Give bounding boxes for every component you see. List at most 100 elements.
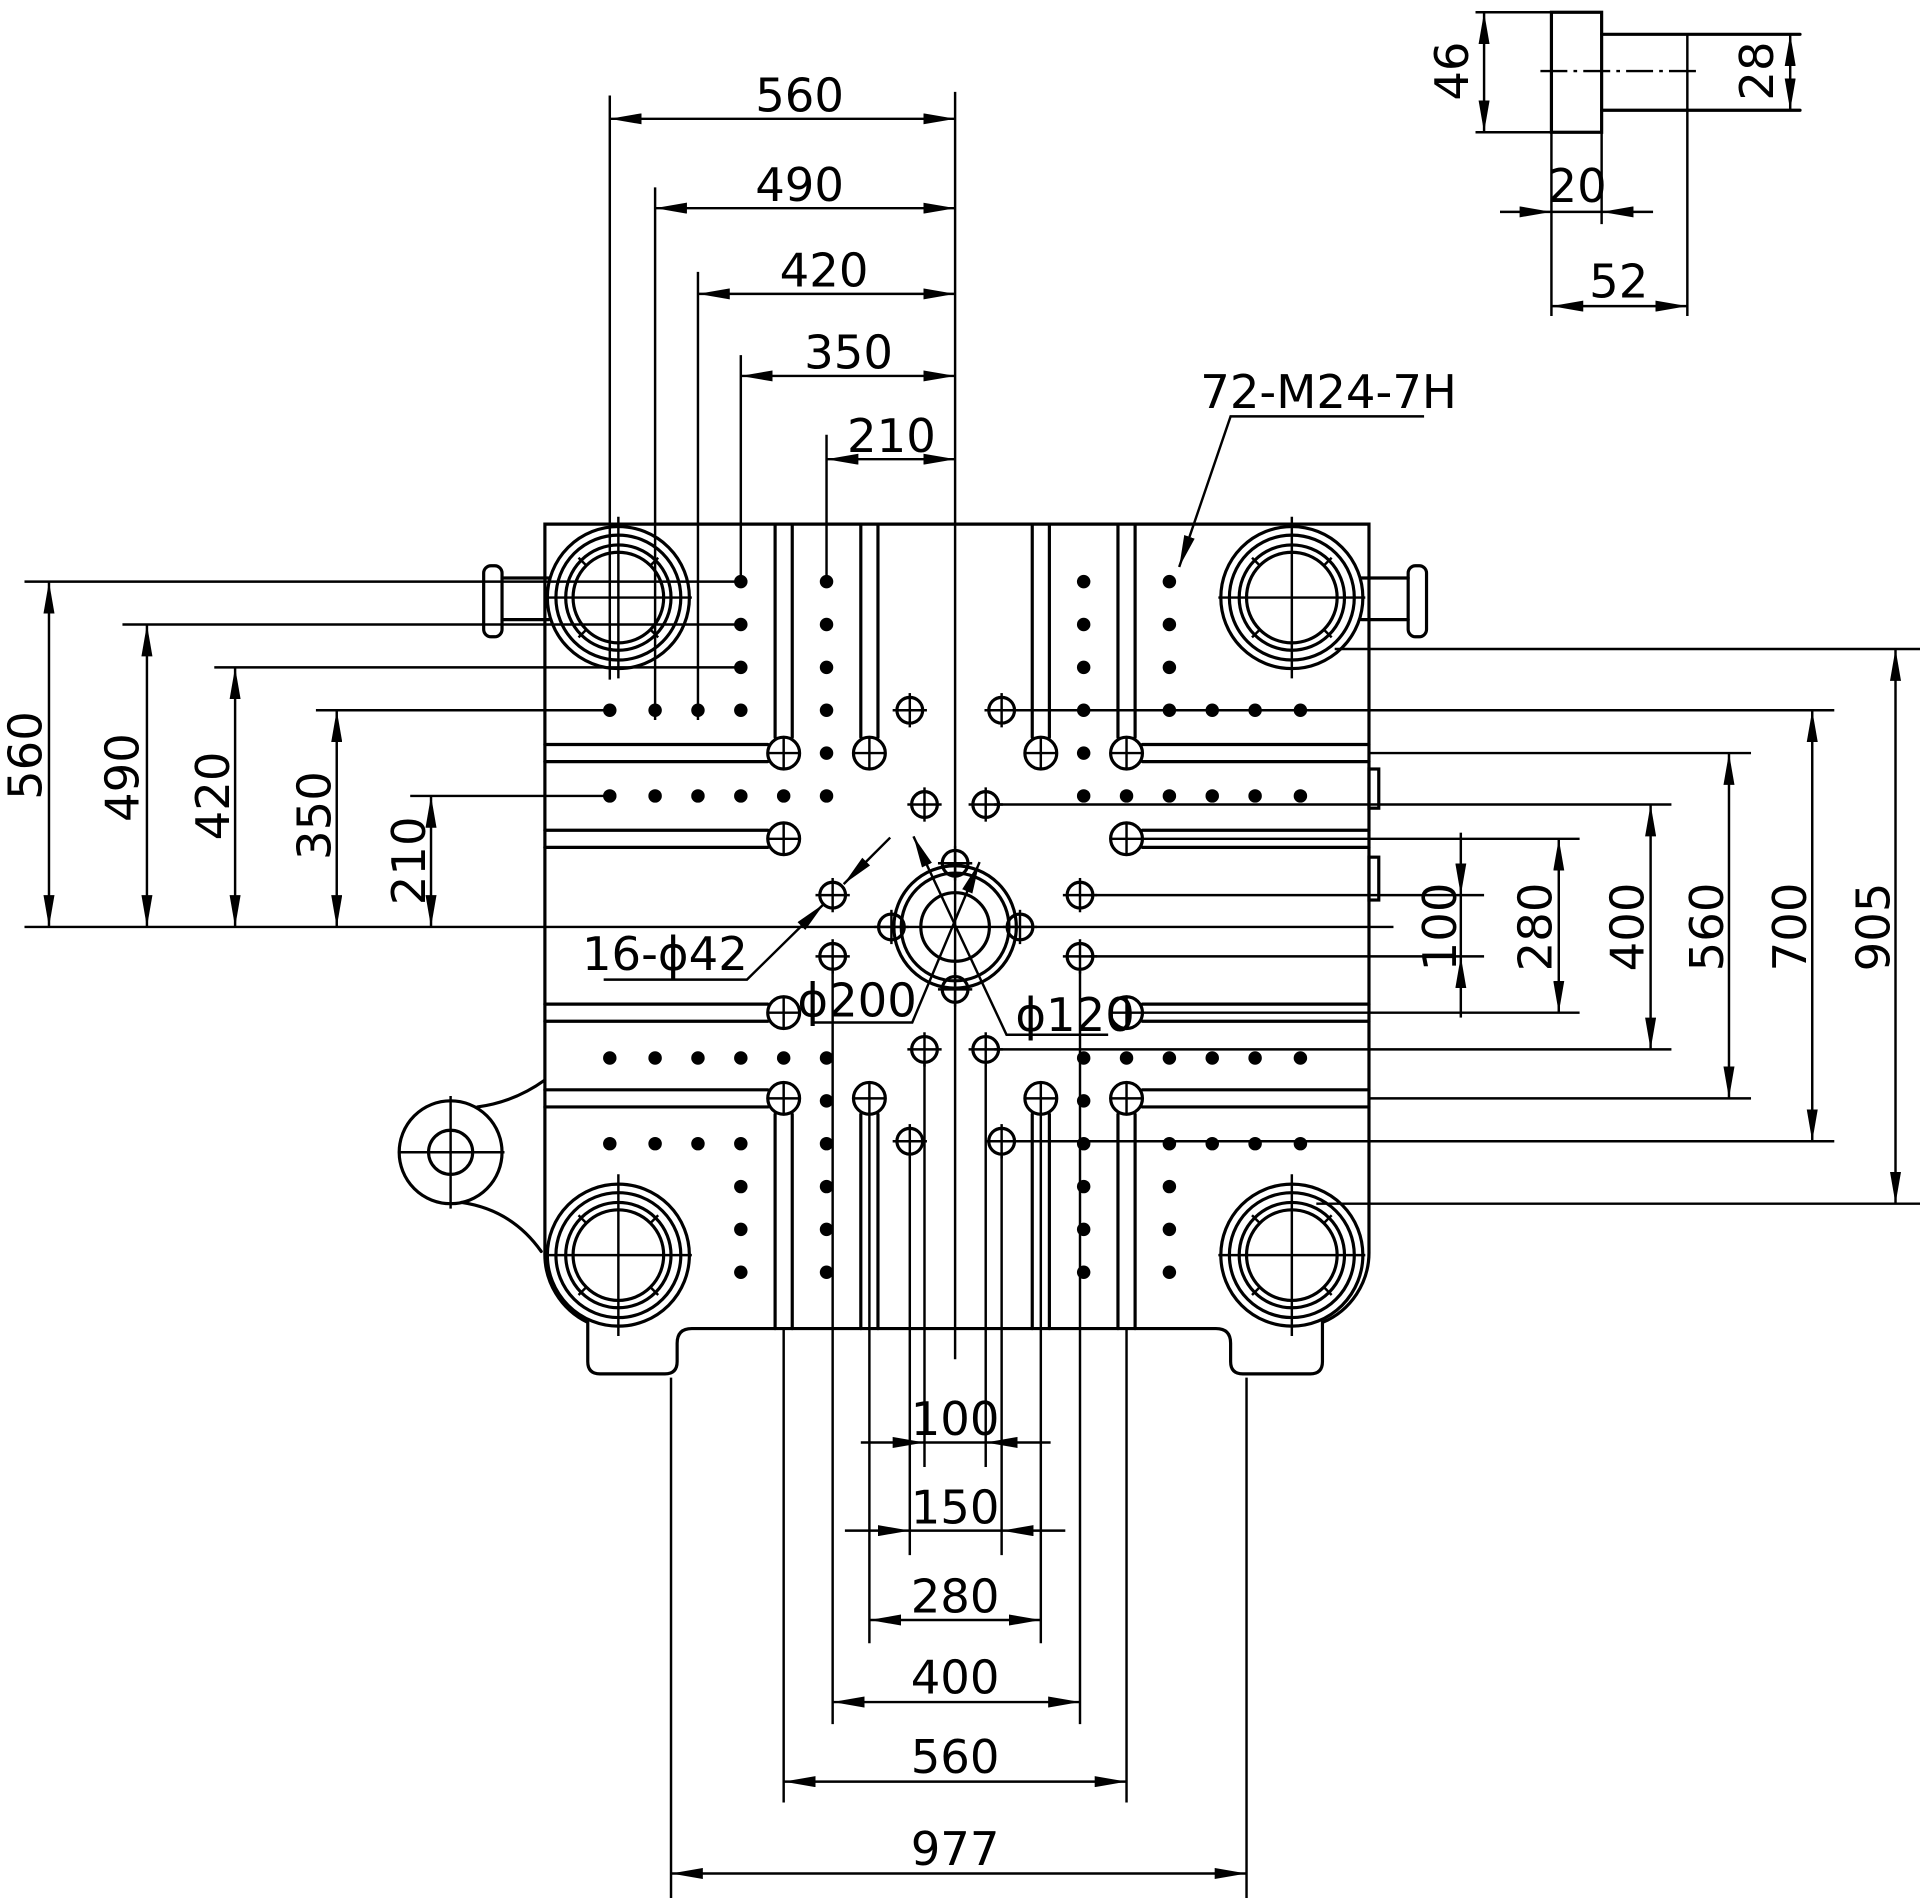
tie-bar-tick [1251, 1214, 1261, 1224]
threaded-hole [819, 789, 834, 803]
threaded-hole [1119, 1051, 1134, 1065]
dim-label-bottom-400: 400 [911, 1650, 1000, 1704]
threaded-hole [819, 703, 834, 717]
tie-bar-tick [1251, 556, 1261, 567]
side-eye-web [460, 1200, 543, 1254]
top-dimensions: 560 490 420 350 210 [608, 68, 956, 721]
dim-label-left-490: 490 [95, 733, 149, 822]
thread-holes-leader [1178, 415, 1425, 568]
threaded-hole [819, 1094, 834, 1108]
dim-label-top-350: 350 [804, 326, 893, 380]
right-dimensions: 100 280 400 560 700 905 [994, 647, 1920, 1205]
tie-bar-tick [577, 1286, 588, 1296]
dim-label-right-400: 400 [1600, 883, 1654, 972]
threaded-hole [819, 746, 834, 760]
left-top-lug [482, 564, 504, 639]
threaded-hole [734, 1179, 748, 1194]
threaded-hole [1162, 660, 1177, 675]
threaded-hole [734, 1051, 748, 1065]
threaded-hole [1162, 574, 1177, 589]
threaded-hole [1162, 1051, 1177, 1065]
threaded-hole [819, 617, 834, 632]
threaded-hole [734, 703, 748, 717]
threaded-hole [734, 789, 748, 803]
threaded-hole [1119, 789, 1134, 803]
threaded-hole [734, 1265, 748, 1279]
threaded-hole [1162, 1265, 1177, 1279]
dim-label-left-210: 210 [382, 816, 436, 905]
threaded-hole [603, 1136, 617, 1151]
dim-label-top-210: 210 [847, 409, 936, 463]
tie-bar-tick [1323, 1214, 1333, 1224]
tie-bar-tick [1323, 628, 1333, 639]
threaded-hole [603, 1051, 617, 1065]
threaded-hole [1076, 617, 1091, 632]
threaded-hole [1205, 789, 1219, 803]
threaded-hole [1205, 1136, 1219, 1151]
threaded-hole [1293, 1051, 1308, 1065]
threaded-hole [1205, 1051, 1219, 1065]
callouts: 72-M24-7H 16-ϕ42 ϕ200 ϕ120 [582, 365, 1457, 1042]
holes-leader-arrow [842, 836, 892, 885]
dim-label-left-560: 560 [0, 711, 53, 800]
dim-label-right-905: 905 [1846, 883, 1900, 972]
dim-label-bottom-150: 150 [911, 1480, 1000, 1534]
holes-leader [603, 902, 825, 981]
threaded-hole [734, 1136, 748, 1151]
side-eye-web [475, 1078, 547, 1109]
threaded-hole [734, 1222, 748, 1237]
thread-holes-label: 72-M24-7H [1200, 365, 1457, 419]
platen-body [543, 522, 1371, 1376]
center-lines [24, 91, 1394, 1360]
threaded-hole [1162, 1136, 1177, 1151]
threaded-hole [1076, 574, 1091, 589]
threaded-hole [819, 1222, 834, 1237]
dim-label-detail-28: 28 [1730, 41, 1784, 100]
holes-label: 16-ϕ42 [582, 927, 748, 981]
threaded-hole [691, 1051, 705, 1065]
dim-label-bottom-280: 280 [911, 1570, 1000, 1624]
dim-label-top-420: 420 [780, 244, 869, 298]
threaded-hole [691, 1136, 705, 1151]
tie-bar-tick [1323, 1286, 1333, 1296]
threaded-hole [603, 703, 617, 717]
threaded-hole [648, 789, 662, 803]
dim-label-right-280: 280 [1508, 883, 1562, 972]
threaded-hole [819, 1179, 834, 1194]
threaded-hole [819, 660, 834, 675]
threaded-hole [819, 1265, 834, 1279]
tie-bar-tick [649, 1214, 660, 1224]
threaded-hole [1293, 789, 1308, 803]
dim-label-left-350: 350 [288, 771, 342, 860]
threaded-hole [648, 1136, 662, 1151]
threaded-hole [1248, 789, 1262, 803]
boss-leader [811, 861, 981, 1024]
dim-label-right-700: 700 [1763, 883, 1817, 972]
tie-bar-tick [1251, 1286, 1261, 1296]
tie-bar-tick [649, 1286, 660, 1296]
threaded-hole [1162, 1222, 1177, 1237]
dim-label-top-490: 490 [755, 158, 844, 212]
dim-label-detail-20: 20 [1548, 159, 1607, 213]
threaded-hole [1076, 660, 1091, 675]
dim-label-left-420: 420 [186, 752, 240, 841]
tie-bar-tick [1251, 628, 1261, 639]
threaded-hole [603, 789, 617, 803]
threaded-hole [819, 574, 834, 589]
dim-label-top-560: 560 [755, 68, 844, 122]
threaded-hole [648, 1051, 662, 1065]
threaded-hole [1162, 1179, 1177, 1194]
left-dimensions: 560 490 420 350 210 [0, 580, 735, 927]
tie-bar-tick [577, 628, 588, 639]
tie-bar-tick [1323, 556, 1333, 567]
dim-label-detail-52: 52 [1589, 255, 1648, 309]
tie-bar-tick [577, 556, 588, 567]
dim-label-right-560: 560 [1680, 883, 1734, 972]
platen-outline [397, 522, 1429, 1376]
bore-leader [912, 835, 1109, 1036]
threaded-hole [819, 1136, 834, 1151]
threaded-hole [1162, 617, 1177, 632]
threaded-hole [691, 789, 705, 803]
threaded-hole [1076, 789, 1091, 803]
